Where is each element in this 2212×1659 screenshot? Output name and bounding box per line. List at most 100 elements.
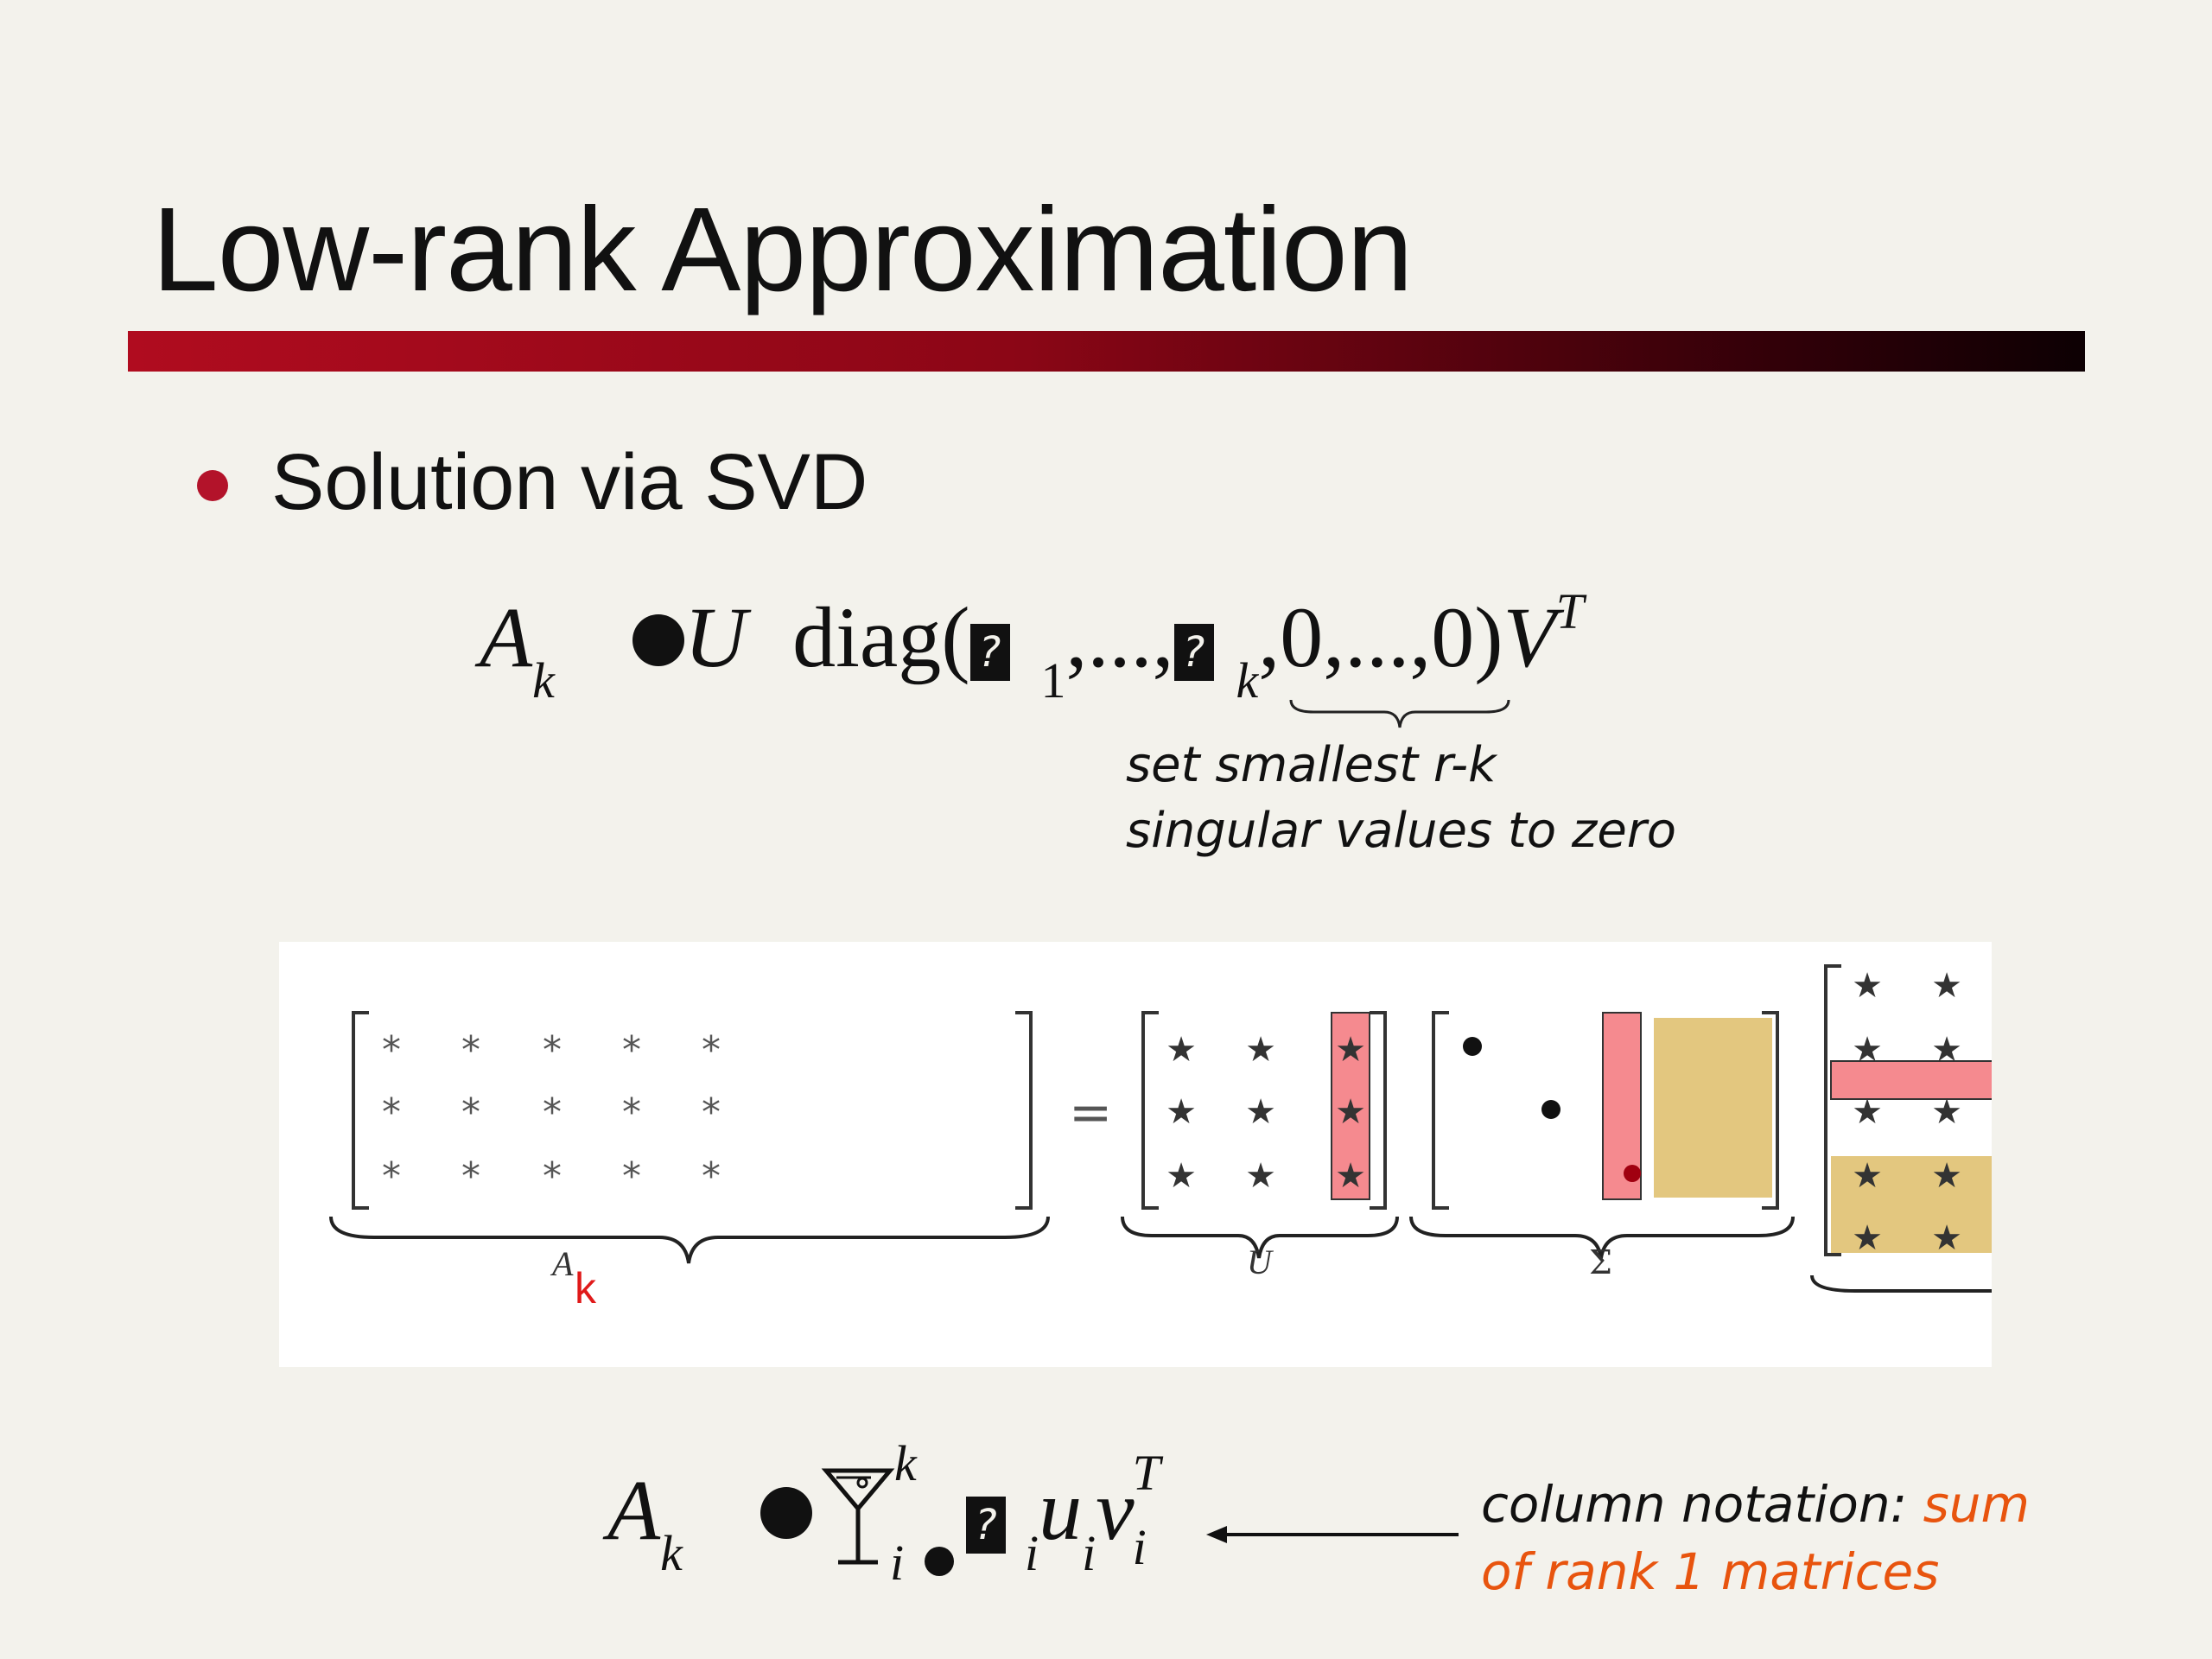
eq-U: U <box>683 589 747 685</box>
matrix-VT-left-bracket <box>1824 964 1841 1256</box>
matrix-U-entries: ★ ★ ★ ★ ★ ★ ★ ★ ★ <box>1166 1030 1366 1196</box>
eq2-sigma-sub: i <box>1025 1525 1039 1581</box>
matrix-A-entry: * <box>622 1028 641 1072</box>
matrix-Sigma-underbrace <box>1409 1216 1795 1259</box>
matrix-U-entry: ★ <box>1245 1092 1276 1132</box>
matrix-A-entry: * <box>543 1028 562 1072</box>
svd-equation: Ak U diag(?1,...,?k,0,...,0)VT <box>480 583 1584 709</box>
matrix-A-entry: * <box>702 1028 721 1072</box>
matrix-A-right-bracket <box>1015 1011 1033 1210</box>
matrix-U-entry: ★ <box>1166 1030 1197 1070</box>
matrix-A-entries: *************** <box>382 1028 721 1198</box>
matrix-VT-entry: ★ <box>1852 1156 1883 1196</box>
note-line2: of rank 1 matrices <box>1481 1542 1940 1601</box>
matrix-A-left-bracket <box>352 1011 369 1210</box>
Sigma-entry-k <box>1624 1165 1641 1182</box>
matrix-VT-entries: ★★★★★★★★★★★★★★★★★★★★★★★★★ <box>1852 966 1962 1258</box>
eq-sup: T <box>1555 583 1584 639</box>
matrix-U-entry: ★ <box>1335 1030 1366 1070</box>
Sigma-entry-2 <box>1541 1100 1560 1119</box>
eq-open: ( <box>941 589 970 685</box>
svd-figure-diagram: *************** A k = ★★★★★★★★★ U Σ ★★★★… <box>329 964 1992 1313</box>
zeros-underbrace <box>1289 699 1510 728</box>
matrix-VT-entry: ★ <box>1852 1030 1883 1070</box>
note-part2: sum <box>1923 1475 2031 1534</box>
column-notation-note: column notation: sum of rank 1 matrices <box>1481 1471 2030 1605</box>
label-Sigma: Σ <box>1589 1243 1612 1281</box>
eq-lhs: A <box>480 589 533 685</box>
eq-dots1: ,..., <box>1065 589 1174 685</box>
matrix-Sigma-right-bracket <box>1762 1011 1779 1210</box>
bullet-text: Solution via SVD <box>271 438 868 526</box>
eq-sub1: 1 <box>1040 652 1066 709</box>
Sigma-entry-1 <box>1463 1037 1482 1056</box>
brace-caption: set smallest r-k singular values to zero <box>1126 733 1676 864</box>
matrix-U-entry: ★ <box>1245 1156 1276 1196</box>
eq-diag: diag <box>792 589 942 685</box>
matrix-A-underbrace <box>329 1216 1050 1264</box>
eq2-lhs: A <box>607 1462 661 1558</box>
matrix-A-entry: * <box>622 1090 641 1135</box>
eq-zeros: ,0,...,0) <box>1258 589 1503 685</box>
matrix-A-entry: * <box>382 1090 401 1135</box>
note-part1: column notation: <box>1481 1475 1923 1534</box>
sum-glyph-icon <box>821 1468 895 1565</box>
U-highlight-column <box>1331 1012 1370 1200</box>
matrix-VT-entry: ★ <box>1931 1156 1962 1196</box>
eq2-u-sub: i <box>1082 1525 1096 1581</box>
equals-dot-icon <box>632 614 684 666</box>
matrix-U-entry: ★ <box>1166 1092 1197 1132</box>
figure-equals-sign: = <box>1069 1083 1112 1143</box>
matrix-VT-underbrace <box>1810 1274 1992 1293</box>
matrix-VT-entry: ★ <box>1852 1092 1883 1132</box>
eq2-v-sub: i <box>1132 1519 1147 1575</box>
sigma-glyph-icon: ? <box>1173 624 1214 681</box>
eq-lhs-sub: k <box>532 652 555 709</box>
matrix-A-entry: * <box>702 1154 721 1198</box>
eq2-v-sup: T <box>1132 1445 1160 1501</box>
VT-highlight-row <box>1830 1060 1992 1100</box>
matrix-U-right-bracket <box>1370 1011 1387 1210</box>
sum-bottom-i: i <box>890 1535 905 1591</box>
matrix-A-entry: * <box>382 1028 401 1072</box>
sum-top-k: k <box>894 1435 917 1491</box>
sigma-glyph-icon: ? <box>969 624 1010 681</box>
matrix-A-entry: * <box>543 1154 562 1198</box>
brace-caption-line2: singular values to zero <box>1126 803 1677 859</box>
slide-title: Low-rank Approximation <box>152 183 1413 316</box>
label-A-sub-k: k <box>575 1264 597 1313</box>
matrix-A-entry: * <box>622 1154 641 1198</box>
matrix-VT-entry: ★ <box>1931 966 1962 1006</box>
matrix-U-entry: ★ <box>1245 1030 1276 1070</box>
matrix-A-entry: * <box>461 1154 480 1198</box>
matrix-VT-entry: ★ <box>1931 1030 1962 1070</box>
equals-dot-icon <box>760 1487 812 1539</box>
sum-equation: Ak <box>607 1460 812 1581</box>
eq-subk: k <box>1236 652 1259 709</box>
svd-figure: *************** A k = ★★★★★★★★★ U Σ ★★★★… <box>279 942 1992 1367</box>
matrix-A-entry: * <box>461 1028 480 1072</box>
matrix-VT-entry: ★ <box>1852 1218 1883 1258</box>
title-underline-bar <box>128 331 2085 372</box>
matrix-A-entry: * <box>702 1090 721 1135</box>
matrix-VT-entry: ★ <box>1931 1092 1962 1132</box>
sigma-glyph-icon: ? <box>966 1497 1006 1554</box>
left-arrow-icon <box>1206 1526 1459 1543</box>
eq2-lhs-sub: k <box>660 1525 683 1581</box>
matrix-VT-entry: ★ <box>1931 1218 1962 1258</box>
matrix-U-entry: ★ <box>1335 1092 1366 1132</box>
matrix-U-underbrace <box>1121 1216 1399 1259</box>
Sigma-zeroed-block <box>1654 1018 1772 1198</box>
eq2-v: v <box>1096 1462 1135 1558</box>
bullet-dot-icon <box>197 470 228 501</box>
matrix-U-entry: ★ <box>1335 1156 1366 1196</box>
matrix-Sigma-left-bracket <box>1432 1011 1449 1210</box>
matrix-VT-entry: ★ <box>1852 966 1883 1006</box>
eq2-u: u <box>1039 1462 1083 1558</box>
label-A: A <box>550 1244 574 1283</box>
matrix-U-left-bracket <box>1141 1011 1159 1210</box>
matrix-U-entry: ★ <box>1166 1156 1197 1196</box>
sum-bottom-dot-icon <box>925 1547 954 1576</box>
VT-zeroed-block <box>1831 1156 1992 1253</box>
